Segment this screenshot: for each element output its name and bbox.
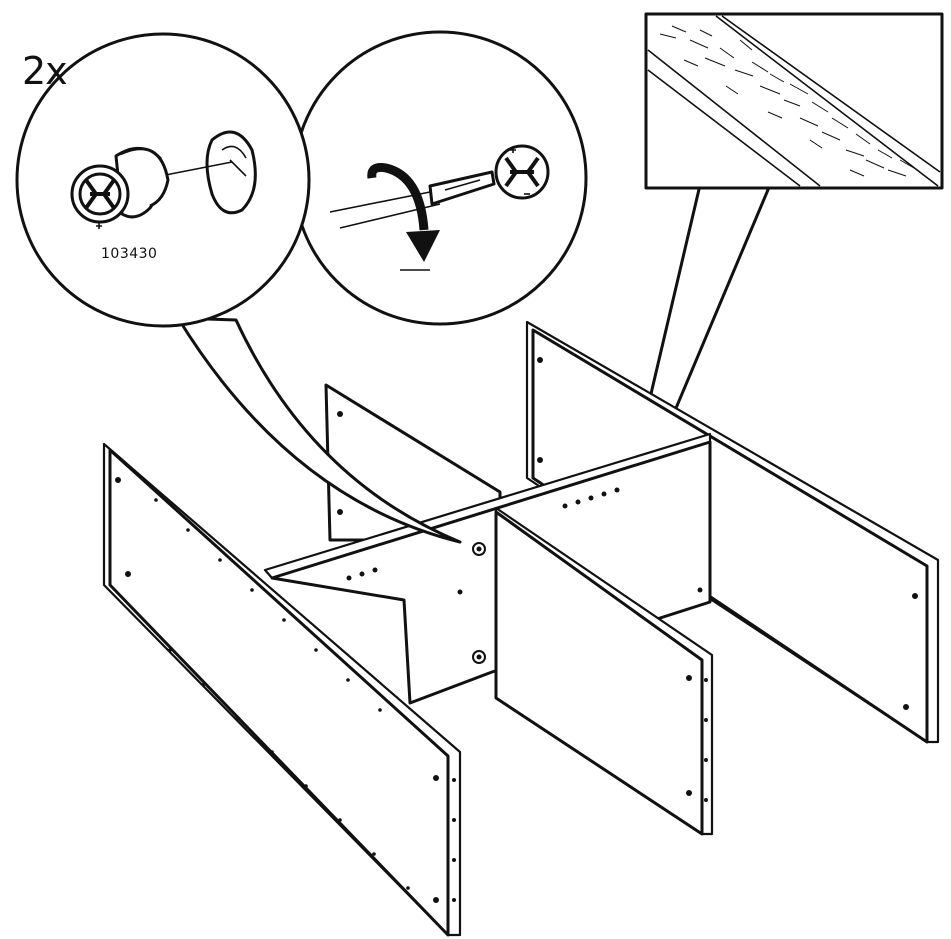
- part-number-label: 103430: [101, 246, 158, 262]
- center-cross-board: [270, 440, 712, 705]
- wood-grain-detail-icon: [647, 15, 941, 187]
- right-front-panel: [494, 506, 714, 836]
- quantity-label: 2x: [22, 49, 68, 93]
- tighten-detail-circle: [292, 30, 588, 326]
- insert-fitting-detail-circle: [15, 32, 311, 328]
- fitting-callout-pointer: [176, 316, 462, 544]
- cam-lock-fitting-icon: [494, 144, 550, 200]
- detail-frame: [644, 12, 944, 190]
- back-side-panel: [525, 320, 940, 744]
- rotate-arrow-icon: [367, 163, 440, 271]
- left-front-panel: [102, 442, 462, 937]
- cam-lock-fitting-icon: [70, 147, 170, 229]
